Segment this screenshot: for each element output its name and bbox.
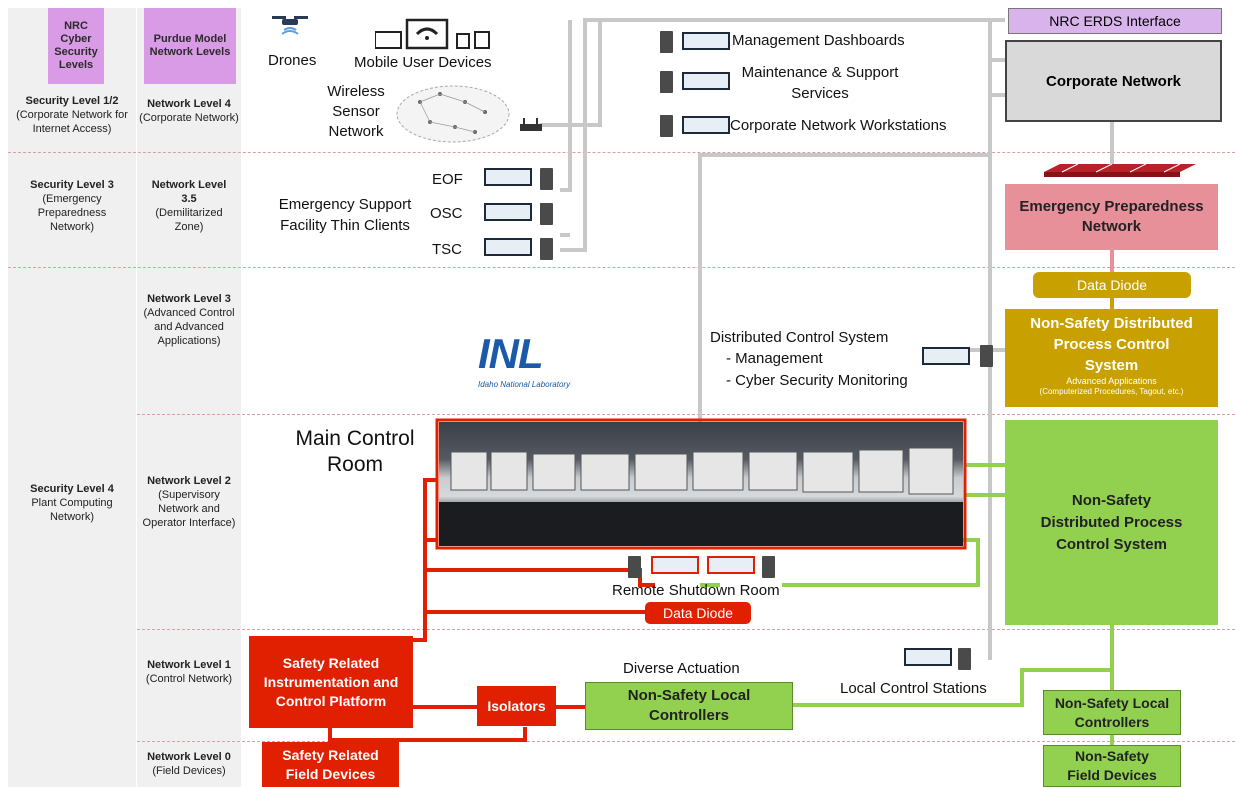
emergency-support-label: Emergency Support Facility Thin Clients bbox=[278, 196, 412, 234]
server-icon bbox=[540, 203, 553, 225]
monitor-icon bbox=[484, 238, 532, 256]
network-level-1: Network Level 1 (Control Network) bbox=[140, 658, 238, 686]
server-icon bbox=[660, 31, 673, 53]
network-level-title: Network Level 3.5 bbox=[151, 179, 227, 205]
maintenance-support-label: Maintenance & Support Services bbox=[741, 64, 899, 102]
isolators-box: Isolators bbox=[477, 686, 556, 726]
inl-logo-subtitle: Idaho National Laboratory bbox=[478, 380, 571, 389]
server-icon bbox=[762, 556, 775, 578]
divider-line bbox=[137, 414, 1235, 415]
header-purdue-levels: Purdue Model Network Levels bbox=[144, 8, 236, 84]
management-dashboards-label: Management Dashboards bbox=[732, 32, 905, 49]
data-diode-red: Data Diode bbox=[645, 602, 751, 624]
main-control-room-label: Main Control Room bbox=[295, 427, 415, 476]
data-diode-top: Data Diode bbox=[1033, 272, 1191, 298]
security-level-desc: (Emergency Preparedness Network) bbox=[37, 193, 107, 233]
drones-label: Drones bbox=[268, 52, 317, 69]
monitor-icon bbox=[651, 556, 699, 574]
monitor-icon bbox=[682, 116, 730, 134]
monitor-icon bbox=[484, 168, 532, 186]
nrc-erds-box: NRC ERDS Interface bbox=[1008, 8, 1222, 34]
wireless-sensor-label: Wireless Sensor Network bbox=[327, 83, 385, 140]
network-level-desc: (Control Network) bbox=[145, 673, 233, 685]
network-level-title: Network Level 4 bbox=[147, 98, 231, 110]
emergency-preparedness-box: Emergency Preparedness Network bbox=[1005, 184, 1218, 250]
control-room-photo bbox=[439, 422, 963, 546]
header-cyber-levels: NRC Cyber Security Levels bbox=[48, 8, 104, 84]
dcs-cyber: - Cyber Security Monitoring bbox=[726, 372, 908, 389]
divider-line bbox=[8, 267, 1235, 268]
ns-dpcs-advanced-title: Non-Safety Distributed Process Control S… bbox=[1030, 315, 1193, 374]
divider-line bbox=[137, 629, 1235, 630]
network-level-title: Network Level 3 bbox=[147, 293, 231, 305]
security-level-desc: (Corporate Network for Internet Access) bbox=[16, 109, 128, 135]
server-icon bbox=[980, 345, 993, 367]
security-level-4: Security Level 4 Plant Computing Network… bbox=[16, 482, 128, 524]
monitor-icon bbox=[922, 347, 970, 365]
server-icon bbox=[540, 168, 553, 190]
mobile-devices-label: Mobile User Devices bbox=[354, 54, 492, 71]
network-level-desc: (Supervisory Network and Operator Interf… bbox=[142, 489, 236, 529]
monitor-icon bbox=[682, 32, 730, 50]
security-level-3: Security Level 3 (Emergency Preparedness… bbox=[16, 178, 128, 234]
ns-local-controllers-mid: Non-Safety Local Controllers bbox=[585, 682, 793, 730]
network-level-desc: (Demilitarized Zone) bbox=[155, 207, 223, 233]
network-level-4: Network Level 4 (Corporate Network) bbox=[137, 97, 241, 125]
network-level-3-5: Network Level 3.5 (Demilitarized Zone) bbox=[144, 178, 234, 234]
network-level-title: Network Level 0 bbox=[147, 751, 231, 763]
diverse-actuation-label: Diverse Actuation bbox=[623, 660, 740, 677]
safety-platform-box: Safety Related Instrumentation and Contr… bbox=[249, 636, 413, 728]
eof-label: EOF bbox=[432, 171, 463, 188]
ns-dpcs-advanced-box: Non-Safety Distributed Process Control S… bbox=[1005, 309, 1218, 407]
security-level-column bbox=[8, 8, 136, 787]
security-level-1-2: Security Level 1/2 (Corporate Network fo… bbox=[8, 94, 136, 136]
corporate-workstations-label: Corporate Network Workstations bbox=[730, 117, 947, 134]
inl-logo-text: INL bbox=[478, 330, 544, 377]
network-level-desc: (Corporate Network) bbox=[139, 112, 239, 124]
tsc-label: TSC bbox=[432, 241, 462, 258]
server-icon bbox=[628, 556, 641, 578]
dcs-management: - Management bbox=[726, 350, 823, 367]
monitor-icon bbox=[707, 556, 755, 574]
osc-label: OSC bbox=[430, 205, 463, 222]
server-icon bbox=[660, 115, 673, 137]
network-level-title: Network Level 1 bbox=[147, 659, 231, 671]
monitor-icon bbox=[904, 648, 952, 666]
security-level-title: Security Level 1/2 bbox=[25, 95, 119, 107]
network-level-desc: (Field Devices) bbox=[152, 765, 226, 777]
monitor-icon bbox=[682, 72, 730, 90]
sensor-network-icon bbox=[395, 82, 515, 146]
network-level-0: Network Level 0 (Field Devices) bbox=[140, 750, 238, 778]
server-icon bbox=[660, 71, 673, 93]
monitor-icon bbox=[484, 203, 532, 221]
drone-icon bbox=[270, 14, 310, 36]
ns-dpcs-advanced-sub1: Advanced Applications bbox=[1066, 376, 1157, 386]
divider-line bbox=[137, 741, 1235, 742]
inl-logo: INL Idaho National Laboratory bbox=[478, 330, 598, 400]
security-level-desc: Plant Computing Network) bbox=[31, 497, 113, 523]
ns-local-controllers-right: Non-Safety Local Controllers bbox=[1043, 690, 1181, 735]
server-icon bbox=[958, 648, 971, 670]
dcs-title: Distributed Control System bbox=[710, 329, 889, 346]
firewall-icon bbox=[1044, 160, 1196, 178]
divider-line bbox=[8, 152, 1235, 153]
router-icon bbox=[520, 118, 542, 132]
local-control-stations-label: Local Control Stations bbox=[840, 680, 987, 697]
ns-dpcs-advanced-sub2: (Computerized Procedures, Tagout, etc.) bbox=[1039, 387, 1184, 396]
server-icon bbox=[540, 238, 553, 260]
corporate-network-box: Corporate Network bbox=[1005, 40, 1222, 122]
network-level-desc: (Advanced Control and Advanced Applicati… bbox=[143, 307, 235, 347]
security-level-title: Security Level 4 bbox=[30, 483, 114, 495]
remote-shutdown-label: Remote Shutdown Room bbox=[612, 582, 780, 599]
ns-field-devices: Non-Safety Field Devices bbox=[1043, 745, 1181, 787]
ns-dpcs-box: Non-Safety Distributed Process Control S… bbox=[1005, 420, 1218, 625]
network-level-column bbox=[137, 8, 241, 787]
mobile-devices-icon bbox=[374, 12, 495, 52]
safety-field-devices: Safety Related Field Devices bbox=[262, 742, 399, 787]
network-level-3: Network Level 3 (Advanced Control and Ad… bbox=[140, 292, 238, 348]
security-level-title: Security Level 3 bbox=[30, 179, 114, 191]
network-level-2: Network Level 2 (Supervisory Network and… bbox=[140, 474, 238, 530]
network-level-title: Network Level 2 bbox=[147, 475, 231, 487]
